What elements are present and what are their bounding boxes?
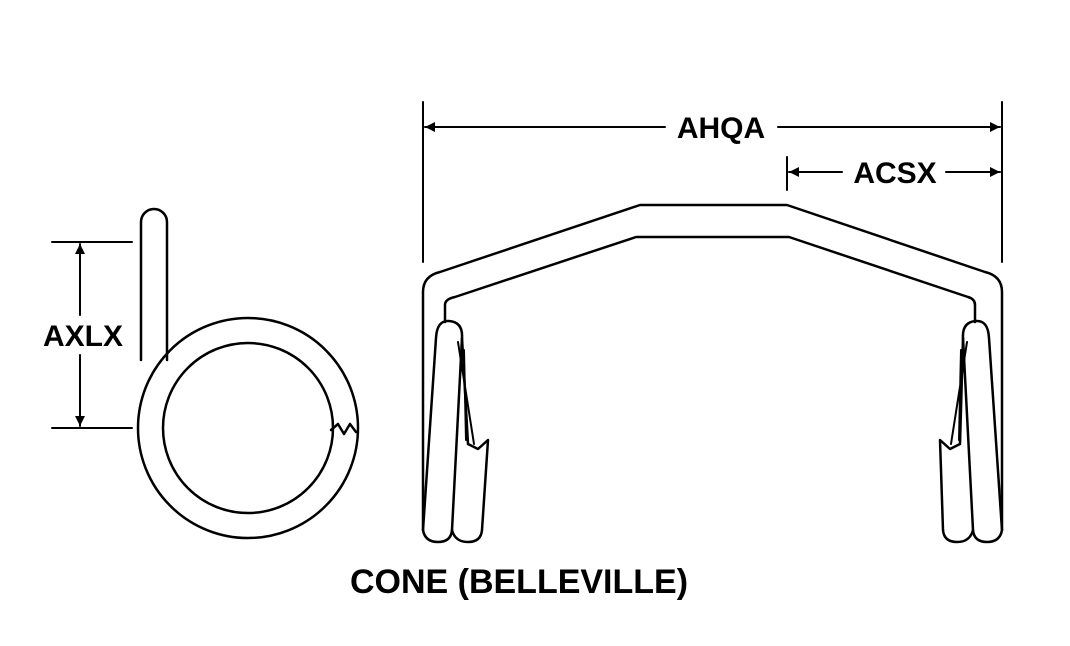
left-leg-hatch	[457, 341, 475, 445]
front-view	[421, 203, 1004, 544]
dimension-ahqa: AHQA	[422, 101, 1003, 263]
dimension-acsx: ACSX	[786, 156, 1001, 191]
dimension-axlx: AXLX	[43, 241, 133, 429]
right-leg-hatch	[950, 341, 968, 445]
cone-inner-profile	[443, 235, 977, 324]
cone-outer-profile	[421, 203, 1004, 532]
acsx-label: ACSX	[853, 157, 936, 190]
coil-inner-ring	[161, 341, 335, 515]
left-leg-outer-lobe	[421, 319, 464, 544]
side-view	[136, 207, 360, 540]
left-leg-inner-lobe	[450, 336, 490, 544]
coil-break-mark	[329, 422, 358, 436]
right-leg-inner-lobe	[938, 336, 975, 544]
right-leg-outer-lobe	[961, 319, 1004, 544]
coil-outer-ring	[136, 316, 360, 540]
ahqa-label: AHQA	[677, 112, 765, 145]
axlx-label: AXLX	[43, 320, 123, 353]
diagram-caption: CONE (BELLEVILLE)	[350, 563, 688, 601]
spring-leg	[139, 207, 169, 362]
